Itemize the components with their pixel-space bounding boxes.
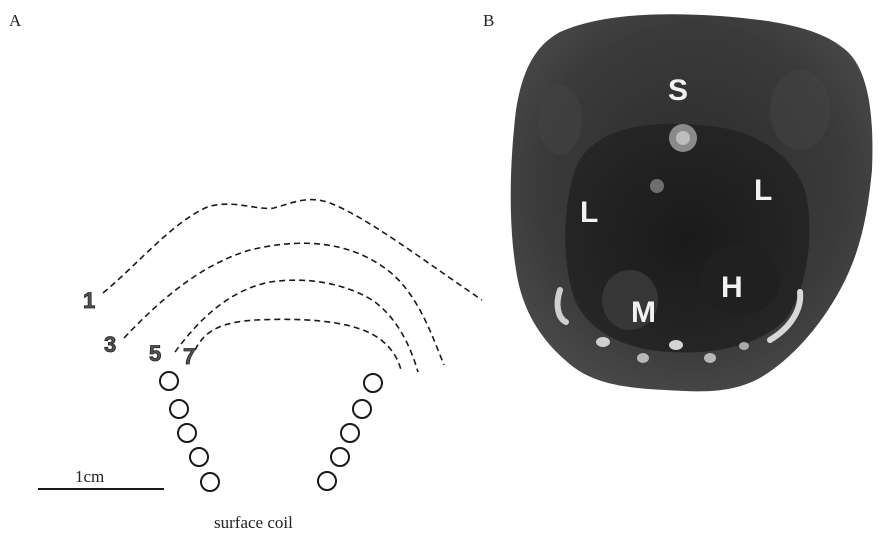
tissue-blob: [538, 85, 582, 155]
coil-turn: [331, 448, 349, 466]
coil-turn: [364, 374, 382, 392]
rib-spot: [596, 337, 610, 347]
spine-spot-core: [676, 131, 690, 145]
contour-label-7: 7: [183, 344, 195, 369]
rib-spot: [637, 353, 649, 363]
scale-bar-label: 1cm: [75, 467, 104, 486]
organ-label-m: M: [631, 296, 656, 329]
rib-spot: [704, 353, 716, 363]
coil-turn: [353, 400, 371, 418]
rib-spot: [669, 340, 683, 350]
panel-b-letter: B: [483, 11, 494, 30]
contour-5: [175, 280, 418, 372]
contour-3: [124, 243, 444, 365]
organ-label-s: S: [668, 74, 688, 107]
coil-turn: [190, 448, 208, 466]
vessel-spot: [650, 179, 664, 193]
coil-turn: [170, 400, 188, 418]
coil-turn: [178, 424, 196, 442]
coil-turn: [201, 473, 219, 491]
contour-label-3: 3: [104, 332, 116, 357]
coil-turn: [160, 372, 178, 390]
panel-a: A 1 3 5 7 1cm surface coil: [9, 11, 482, 532]
coil-left: [160, 372, 219, 491]
organ-label-h: H: [721, 271, 743, 304]
organ-label-l-right: L: [754, 174, 772, 207]
panel-a-letter: A: [9, 11, 22, 30]
thoracic-cavity: [565, 124, 809, 353]
organ-label-l-left: L: [580, 196, 598, 229]
panel-b: B S L L H: [483, 11, 872, 391]
contour-label-1: 1: [83, 288, 95, 313]
contour-label-5: 5: [149, 341, 161, 366]
coil-right: [318, 374, 382, 490]
mri-image: S L L H M: [511, 14, 873, 391]
coil-turn: [341, 424, 359, 442]
rib-spot: [739, 342, 749, 350]
contour-1: [103, 200, 482, 300]
surface-coil-label: surface coil: [214, 513, 293, 532]
contour-7: [195, 319, 401, 370]
coil-turn: [318, 472, 336, 490]
tissue-blob: [770, 70, 830, 150]
